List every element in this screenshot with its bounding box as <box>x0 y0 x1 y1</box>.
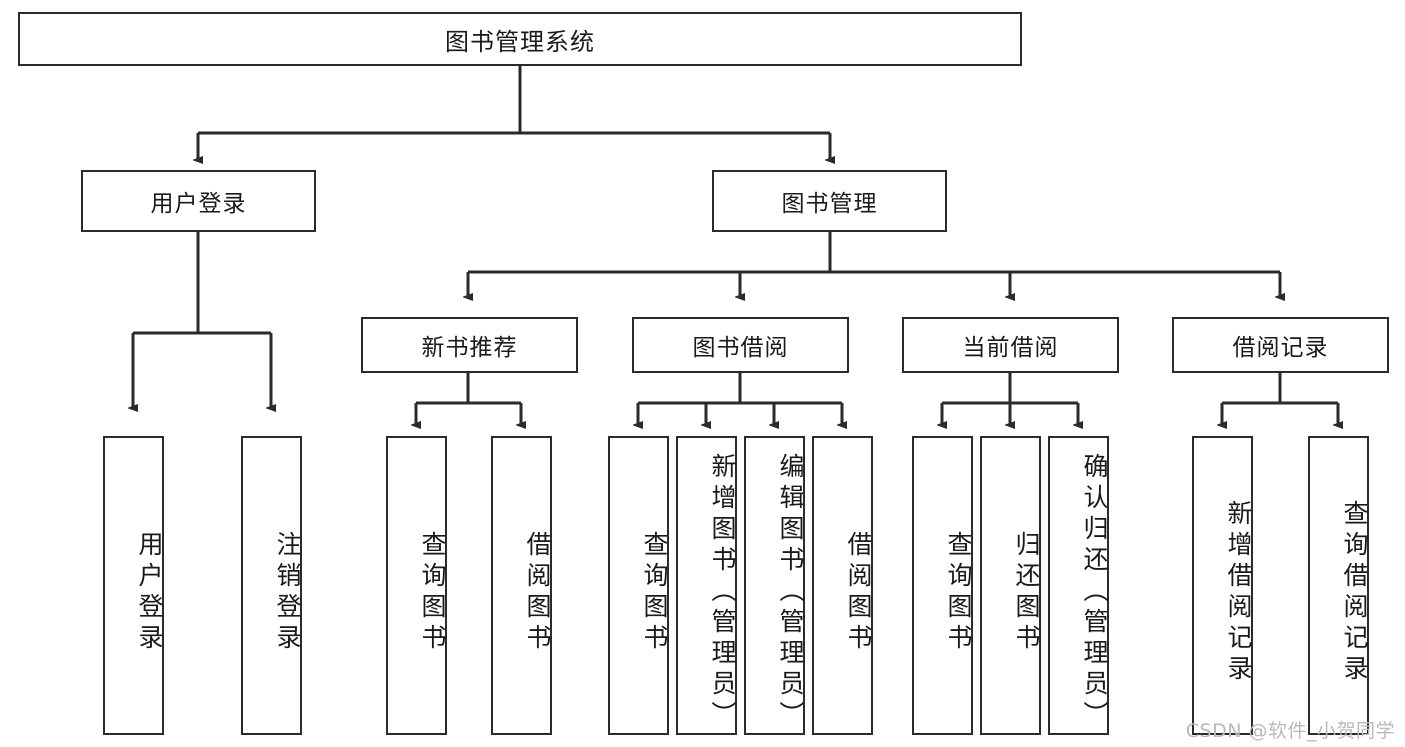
leaf-node-user-login[interactable]: 用户登录 <box>103 436 164 735</box>
node-label: 借阅记录 <box>1232 335 1329 361</box>
leaf-node-query-book-current[interactable]: 查询图书 <box>912 436 973 735</box>
leaf-node-borrow-book-recommend[interactable]: 借阅图书 <box>491 436 552 735</box>
node-label: 查询图书 <box>640 530 669 655</box>
leaf-node-confirm-return[interactable]: 确认归还（管理员） <box>1048 436 1109 735</box>
node-user-login[interactable]: 用户登录 <box>81 170 316 232</box>
node-label: 编辑图书（管理员） <box>776 453 805 732</box>
node-label: 用户登录 <box>150 191 247 217</box>
node-label: 图书管理 <box>781 191 878 217</box>
node-book-management-system[interactable]: 图书管理系统 <box>18 12 1022 66</box>
node-label: 查询借阅记录 <box>1340 499 1369 686</box>
leaf-node-add-book[interactable]: 新增图书（管理员） <box>676 436 737 735</box>
node-label: 借阅图书 <box>844 530 873 655</box>
node-label: 查询图书 <box>944 530 973 655</box>
node-label: 注销登录 <box>273 530 302 655</box>
node-borrow-record[interactable]: 借阅记录 <box>1172 317 1389 373</box>
watermark-text: CSDN @软件_小贺同学 <box>1185 720 1395 742</box>
leaf-node-logout[interactable]: 注销登录 <box>241 436 302 735</box>
node-current-borrow[interactable]: 当前借阅 <box>902 317 1119 373</box>
node-label: 当前借阅 <box>962 335 1059 361</box>
node-label: 借阅图书 <box>523 530 552 655</box>
leaf-node-add-borrow-record[interactable]: 新增借阅记录 <box>1192 436 1253 735</box>
node-label: 归还图书 <box>1012 530 1041 655</box>
leaf-node-borrow-book[interactable]: 借阅图书 <box>812 436 873 735</box>
node-label: 图书管理系统 <box>445 27 595 56</box>
node-new-book-recommend[interactable]: 新书推荐 <box>361 317 578 373</box>
leaf-node-return-book[interactable]: 归还图书 <box>980 436 1041 735</box>
leaf-node-query-book-borrow[interactable]: 查询图书 <box>608 436 669 735</box>
node-label: 新增借阅记录 <box>1224 499 1253 686</box>
node-label: 确认归还（管理员） <box>1080 453 1109 732</box>
node-label: 查询图书 <box>418 530 447 655</box>
node-label: 用户登录 <box>135 530 164 655</box>
leaf-node-query-borrow-record[interactable]: 查询借阅记录 <box>1308 436 1369 735</box>
node-book-borrow[interactable]: 图书借阅 <box>632 317 849 373</box>
node-book-management[interactable]: 图书管理 <box>712 170 947 232</box>
leaf-node-edit-book[interactable]: 编辑图书（管理员） <box>744 436 805 735</box>
node-label: 新增图书（管理员） <box>708 453 737 732</box>
node-label: 图书借阅 <box>692 335 789 361</box>
node-label: 新书推荐 <box>421 335 518 361</box>
leaf-node-query-book-recommend[interactable]: 查询图书 <box>386 436 447 735</box>
